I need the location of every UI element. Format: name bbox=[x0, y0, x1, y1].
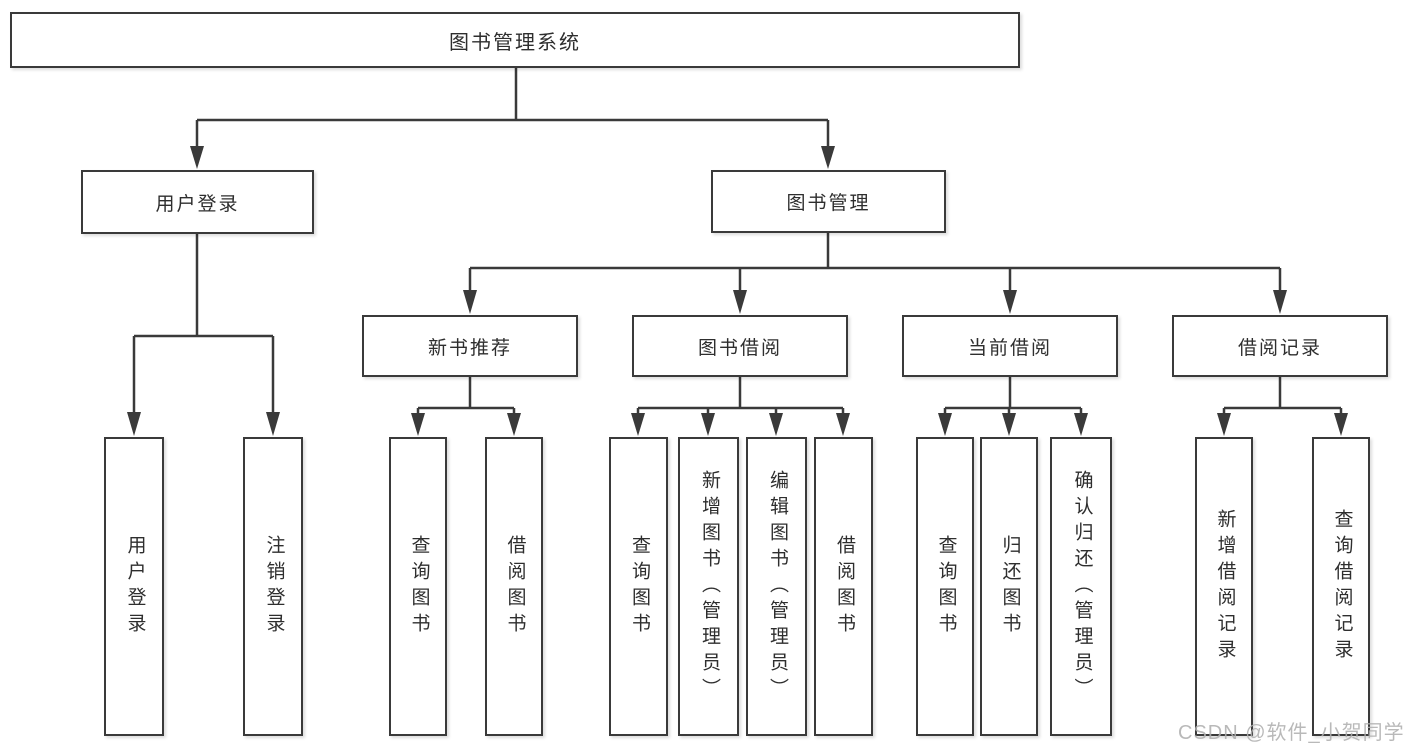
leaf-add-borrow-record: 新增借阅记录 bbox=[1195, 437, 1253, 736]
leaf-query-books-current: 查询图书 bbox=[916, 437, 974, 736]
leaf-borrow-books: 借阅图书 bbox=[814, 437, 873, 736]
node-label: 用户登录 bbox=[124, 534, 146, 639]
leaf-query-books-recommend: 查询图书 bbox=[389, 437, 447, 736]
node-label: 注销登录 bbox=[263, 534, 285, 639]
leaf-borrow-books-recommend: 借阅图书 bbox=[485, 437, 543, 736]
node-label: 新增借阅记录 bbox=[1214, 508, 1236, 665]
leaf-query-books-borrow: 查询图书 bbox=[609, 437, 668, 736]
csdn-watermark: CSDN @软件_小贺同学 bbox=[1178, 722, 1405, 744]
node-new-book-recommend: 新书推荐 bbox=[362, 315, 578, 377]
node-label: 查询图书 bbox=[408, 534, 430, 639]
node-label: 确认归还（管理员） bbox=[1071, 469, 1093, 704]
node-label: 查询图书 bbox=[935, 534, 957, 639]
node-label: 编辑图书（管理员） bbox=[766, 469, 788, 704]
node-label: 图书借阅 bbox=[697, 337, 782, 359]
node-label: 查询图书 bbox=[628, 534, 650, 639]
node-label: 当前借阅 bbox=[967, 337, 1052, 359]
leaf-user-login: 用户登录 bbox=[104, 437, 164, 736]
node-root-system: 图书管理系统 bbox=[10, 12, 1020, 68]
node-label: 借阅图书 bbox=[504, 534, 526, 639]
leaf-logout: 注销登录 bbox=[243, 437, 303, 736]
node-label: 新书推荐 bbox=[427, 337, 512, 359]
node-label: 新增图书（管理员） bbox=[698, 469, 720, 704]
node-book-borrow: 图书借阅 bbox=[632, 315, 848, 377]
node-label: 查询借阅记录 bbox=[1331, 508, 1353, 665]
node-borrow-records: 借阅记录 bbox=[1172, 315, 1388, 377]
node-label: 图书管理系统 bbox=[449, 31, 581, 54]
leaf-confirm-return-admin: 确认归还（管理员） bbox=[1050, 437, 1112, 736]
node-user-login-branch: 用户登录 bbox=[81, 170, 314, 234]
node-label: 借阅图书 bbox=[833, 534, 855, 639]
node-current-borrow: 当前借阅 bbox=[902, 315, 1118, 377]
node-label: 借阅记录 bbox=[1237, 337, 1322, 359]
node-label: 归还图书 bbox=[999, 534, 1021, 639]
leaf-add-book-admin: 新增图书（管理员） bbox=[678, 437, 739, 736]
node-label: 图书管理 bbox=[786, 193, 871, 214]
leaf-query-borrow-record: 查询借阅记录 bbox=[1312, 437, 1370, 736]
leaf-edit-book-admin: 编辑图书（管理员） bbox=[746, 437, 807, 736]
node-book-management-branch: 图书管理 bbox=[711, 170, 946, 233]
node-label: 用户登录 bbox=[155, 193, 240, 215]
leaf-return-books: 归还图书 bbox=[980, 437, 1038, 736]
